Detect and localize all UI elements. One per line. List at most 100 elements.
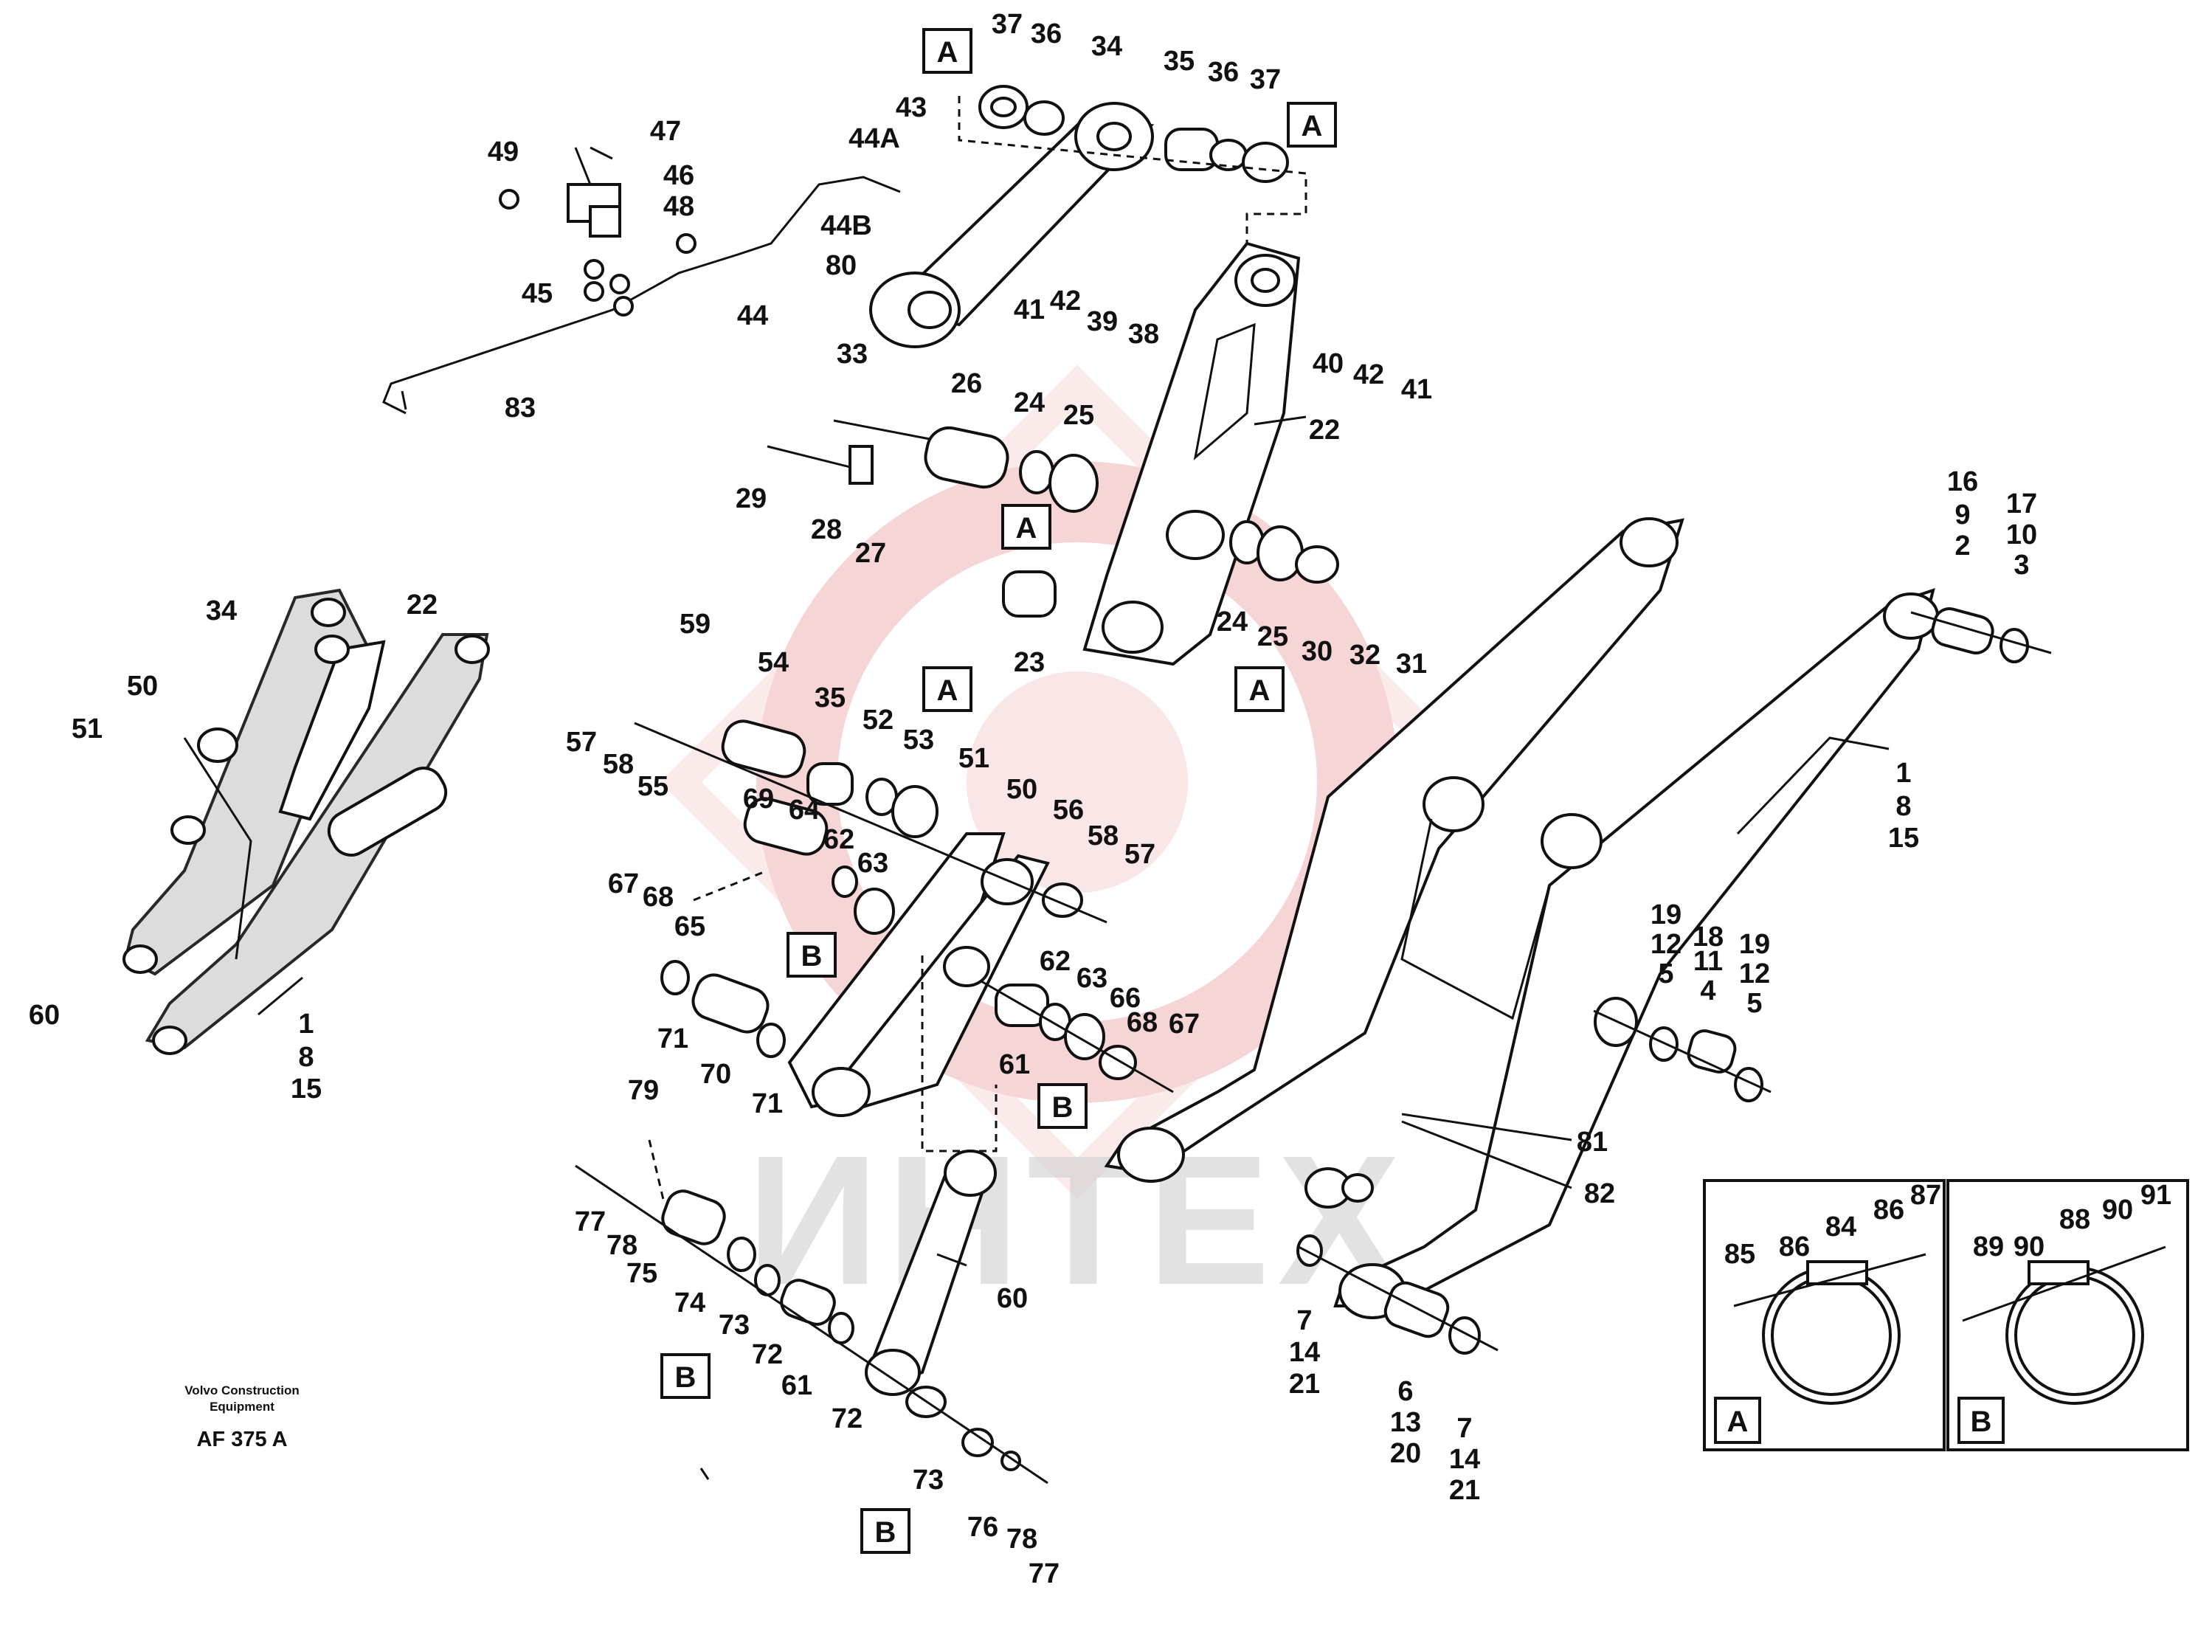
callout: 12 — [1651, 929, 1682, 960]
callout: 22 — [407, 590, 438, 621]
callout: 7 — [1296, 1305, 1312, 1336]
callout: 37 — [1250, 64, 1281, 95]
callout: 73 — [913, 1465, 944, 1496]
callout: 36 — [1031, 18, 1062, 49]
callout: 54 — [758, 647, 789, 678]
callout: 42 — [1050, 286, 1081, 317]
callout: 57 — [566, 727, 597, 758]
detail-view-a: A — [1703, 1179, 1946, 1451]
callout: 77 — [575, 1206, 606, 1237]
upper-bell-crank — [1082, 241, 1301, 666]
callout: 91 — [2140, 1180, 2171, 1211]
callout: 66 — [1110, 983, 1141, 1014]
drawing-code: AF 375 A — [196, 1428, 287, 1451]
callout: 6 — [1397, 1376, 1413, 1407]
assembled-view — [122, 588, 490, 1055]
callout: 67 — [1169, 1009, 1200, 1040]
callout: 39 — [1087, 306, 1118, 337]
callout: 7 — [1456, 1413, 1472, 1444]
callout: 50 — [1006, 774, 1037, 805]
section-tag: A — [937, 36, 958, 69]
callout: 67 — [608, 868, 639, 899]
callout: 85 — [1724, 1239, 1755, 1270]
bushing-set-19 — [1593, 997, 1772, 1102]
callout: 4 — [1700, 975, 1715, 1006]
callout: 62 — [1040, 946, 1071, 977]
bushing-set-16 — [1910, 606, 2052, 663]
callout: 57 — [1124, 839, 1155, 870]
callout: 8 — [1895, 791, 1911, 822]
callout: 17 — [2006, 488, 2037, 519]
section-tag: A — [1302, 110, 1323, 142]
callout: 21 — [1289, 1369, 1320, 1400]
section-tags: A A A A A B B B B — [660, 28, 1337, 1554]
callout: 72 — [832, 1403, 863, 1434]
callout: 2 — [1954, 530, 1970, 561]
callout: 48 — [663, 191, 694, 222]
callout: 34 — [1091, 31, 1122, 62]
callout: 21 — [1449, 1475, 1480, 1506]
callout: 63 — [1076, 963, 1107, 994]
callout: 35 — [1164, 46, 1195, 77]
callout: 24 — [1217, 606, 1248, 637]
credit-line-1: Volvo Construction — [184, 1383, 300, 1397]
callout: 78 — [1006, 1524, 1037, 1555]
upper-link-rod — [869, 85, 1307, 348]
callout: 36 — [1208, 57, 1239, 88]
callout: 63 — [857, 848, 888, 879]
callout: 18 — [1693, 922, 1724, 953]
callout: 28 — [811, 514, 842, 545]
callout: 40 — [1313, 348, 1344, 379]
bushing-set-6 — [1296, 1234, 1499, 1355]
callout: 43 — [896, 92, 927, 123]
pin-26-assembly — [767, 419, 1339, 618]
callout: 73 — [719, 1310, 750, 1341]
callout: 79 — [628, 1075, 659, 1106]
callout: 25 — [1063, 400, 1094, 431]
callout: 51 — [72, 713, 103, 744]
callout: 58 — [603, 749, 634, 780]
callout: 62 — [823, 824, 854, 855]
callout: 72 — [752, 1339, 783, 1370]
callout: 64 — [789, 795, 820, 826]
detail-view-b: B — [1946, 1179, 2189, 1451]
callout: 34 — [206, 595, 237, 626]
callout: 87 — [1910, 1180, 1941, 1211]
callout: 84 — [1825, 1212, 1856, 1243]
callout: 70 — [700, 1059, 731, 1090]
leader-lines — [258, 415, 1890, 1480]
callout: 5 — [1658, 958, 1673, 989]
callout: 11 — [1693, 946, 1723, 977]
callout: 60 — [997, 1283, 1028, 1314]
callout: 37 — [992, 9, 1023, 40]
callout: 15 — [291, 1074, 322, 1105]
lower-link-rod — [575, 955, 1048, 1485]
callout: 8 — [298, 1042, 314, 1073]
callout: 44B — [820, 210, 872, 241]
section-tag: A — [1249, 674, 1271, 707]
callout: 42 — [1353, 359, 1384, 390]
callout: 61 — [781, 1370, 812, 1401]
credit-line-2: Equipment — [210, 1400, 274, 1414]
callout: 13 — [1390, 1407, 1421, 1438]
section-tag: B — [875, 1516, 896, 1549]
detail-label-a: A — [1727, 1406, 1749, 1438]
callout: 22 — [1309, 415, 1340, 446]
pin-54-assembly — [634, 719, 1107, 935]
watermark-text: ИНТЕХ — [747, 1117, 1408, 1323]
section-tag: A — [1016, 512, 1037, 545]
callout: 27 — [855, 538, 886, 569]
callout: 41 — [1014, 294, 1045, 325]
pin-70-assembly — [660, 960, 1174, 1093]
callout: 41 — [1401, 374, 1432, 405]
callout: 77 — [1029, 1558, 1060, 1589]
callout: 30 — [1302, 636, 1333, 667]
main-boom-arm — [1104, 517, 1939, 1319]
callout: 81 — [1577, 1127, 1608, 1158]
callout: 24 — [1014, 387, 1045, 418]
callout: 26 — [951, 368, 982, 399]
callout: 86 — [1779, 1231, 1810, 1262]
callout: 74 — [674, 1288, 705, 1319]
callout: 25 — [1257, 621, 1288, 652]
